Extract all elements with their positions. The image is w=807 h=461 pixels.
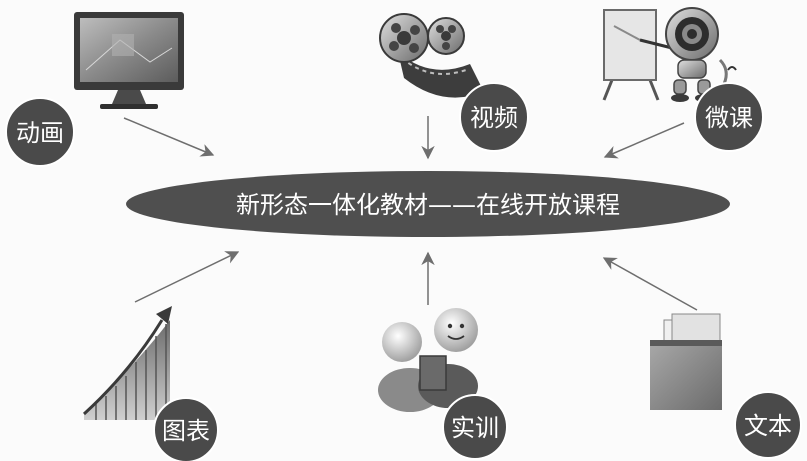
badge-training: 实训 (442, 394, 508, 460)
badge-label-chart: 图表 (162, 417, 210, 445)
arrow-from-microcourse (603, 122, 685, 159)
arrow-from-animation (123, 117, 215, 157)
arrow-from-text (602, 257, 698, 311)
badge-label-training: 实训 (451, 414, 499, 442)
badge-microcourse: 微课 (694, 82, 764, 152)
badge-label-text: 文本 (744, 412, 792, 440)
badge-label-microcourse: 微课 (705, 104, 753, 132)
badge-label-animation: 动画 (16, 119, 64, 147)
monitor-icon (74, 12, 184, 109)
badge-label-video: 视频 (470, 104, 518, 132)
film-reel-icon (379, 13, 484, 98)
rising-bar-chart-icon (82, 306, 172, 420)
connector-arrows (123, 116, 698, 311)
badge-animation: 动画 (5, 97, 75, 167)
document-folder-icon (650, 313, 722, 410)
arrow-from-chart (134, 251, 240, 303)
badge-chart: 图表 (153, 397, 219, 461)
center-node: 新形态一体化教材——在线开放课程 (126, 171, 730, 237)
badge-video: 视频 (459, 82, 529, 152)
center-title: 新形态一体化教材——在线开放课程 (236, 191, 620, 219)
badge-text: 文本 (734, 391, 802, 459)
